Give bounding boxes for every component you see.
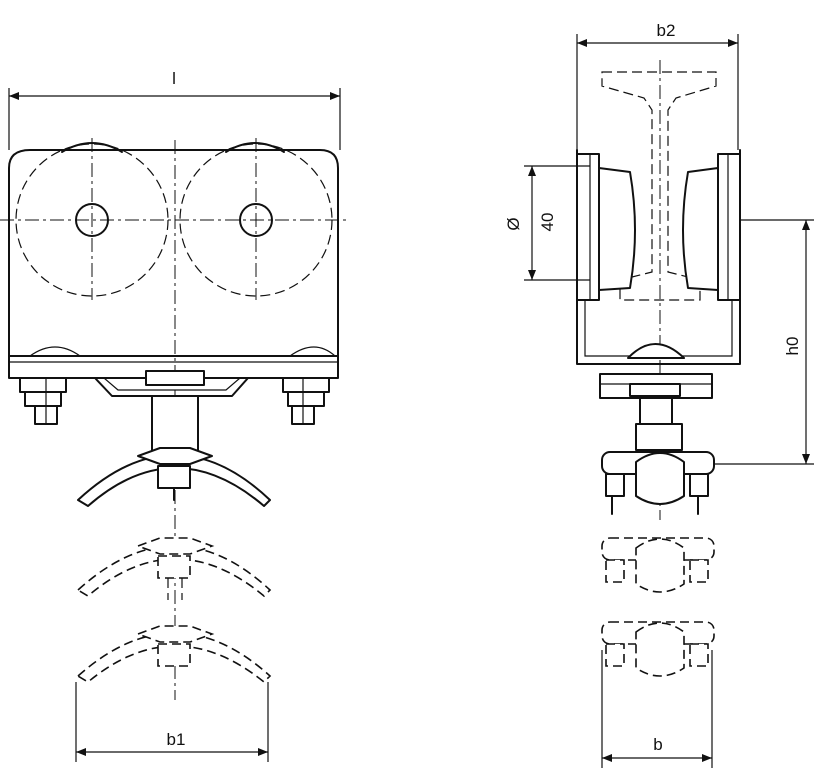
label-diameter-value: 40 <box>538 213 557 232</box>
cable-saddle <box>77 447 271 507</box>
axle-hole-right <box>239 203 273 237</box>
dimension-b1: b1 <box>75 682 269 762</box>
label-b1: b1 <box>167 730 186 749</box>
dimension-diameter: Ø 40 <box>504 165 590 281</box>
i-beam-rail <box>601 71 717 301</box>
cable-clamp <box>601 451 715 515</box>
label-b2: b2 <box>657 21 676 40</box>
label-diameter-symbol: Ø <box>504 217 523 230</box>
dimension-h0: h0 <box>714 219 814 465</box>
cable-clamp-ghost-1 <box>601 537 715 593</box>
bolt-left <box>19 377 67 425</box>
label-l: l <box>172 69 176 88</box>
dimension-b2: b2 <box>576 21 739 150</box>
trolley-front-view: b2 Ø 40 <box>504 21 814 768</box>
trolley-housing <box>8 149 339 379</box>
roller-right <box>682 153 741 301</box>
bolt-right <box>282 377 330 425</box>
dimension-b: b <box>601 650 713 768</box>
cable-saddle-ghost-2 <box>76 625 272 684</box>
cable-clamp-ghost-2 <box>601 621 715 677</box>
label-h0: h0 <box>783 337 802 356</box>
dimension-l: l <box>8 69 341 150</box>
trolley-side-view: l <box>0 69 350 762</box>
roller-left <box>576 153 636 301</box>
cable-saddle-ghost-1 <box>76 537 272 600</box>
label-b: b <box>653 735 662 754</box>
